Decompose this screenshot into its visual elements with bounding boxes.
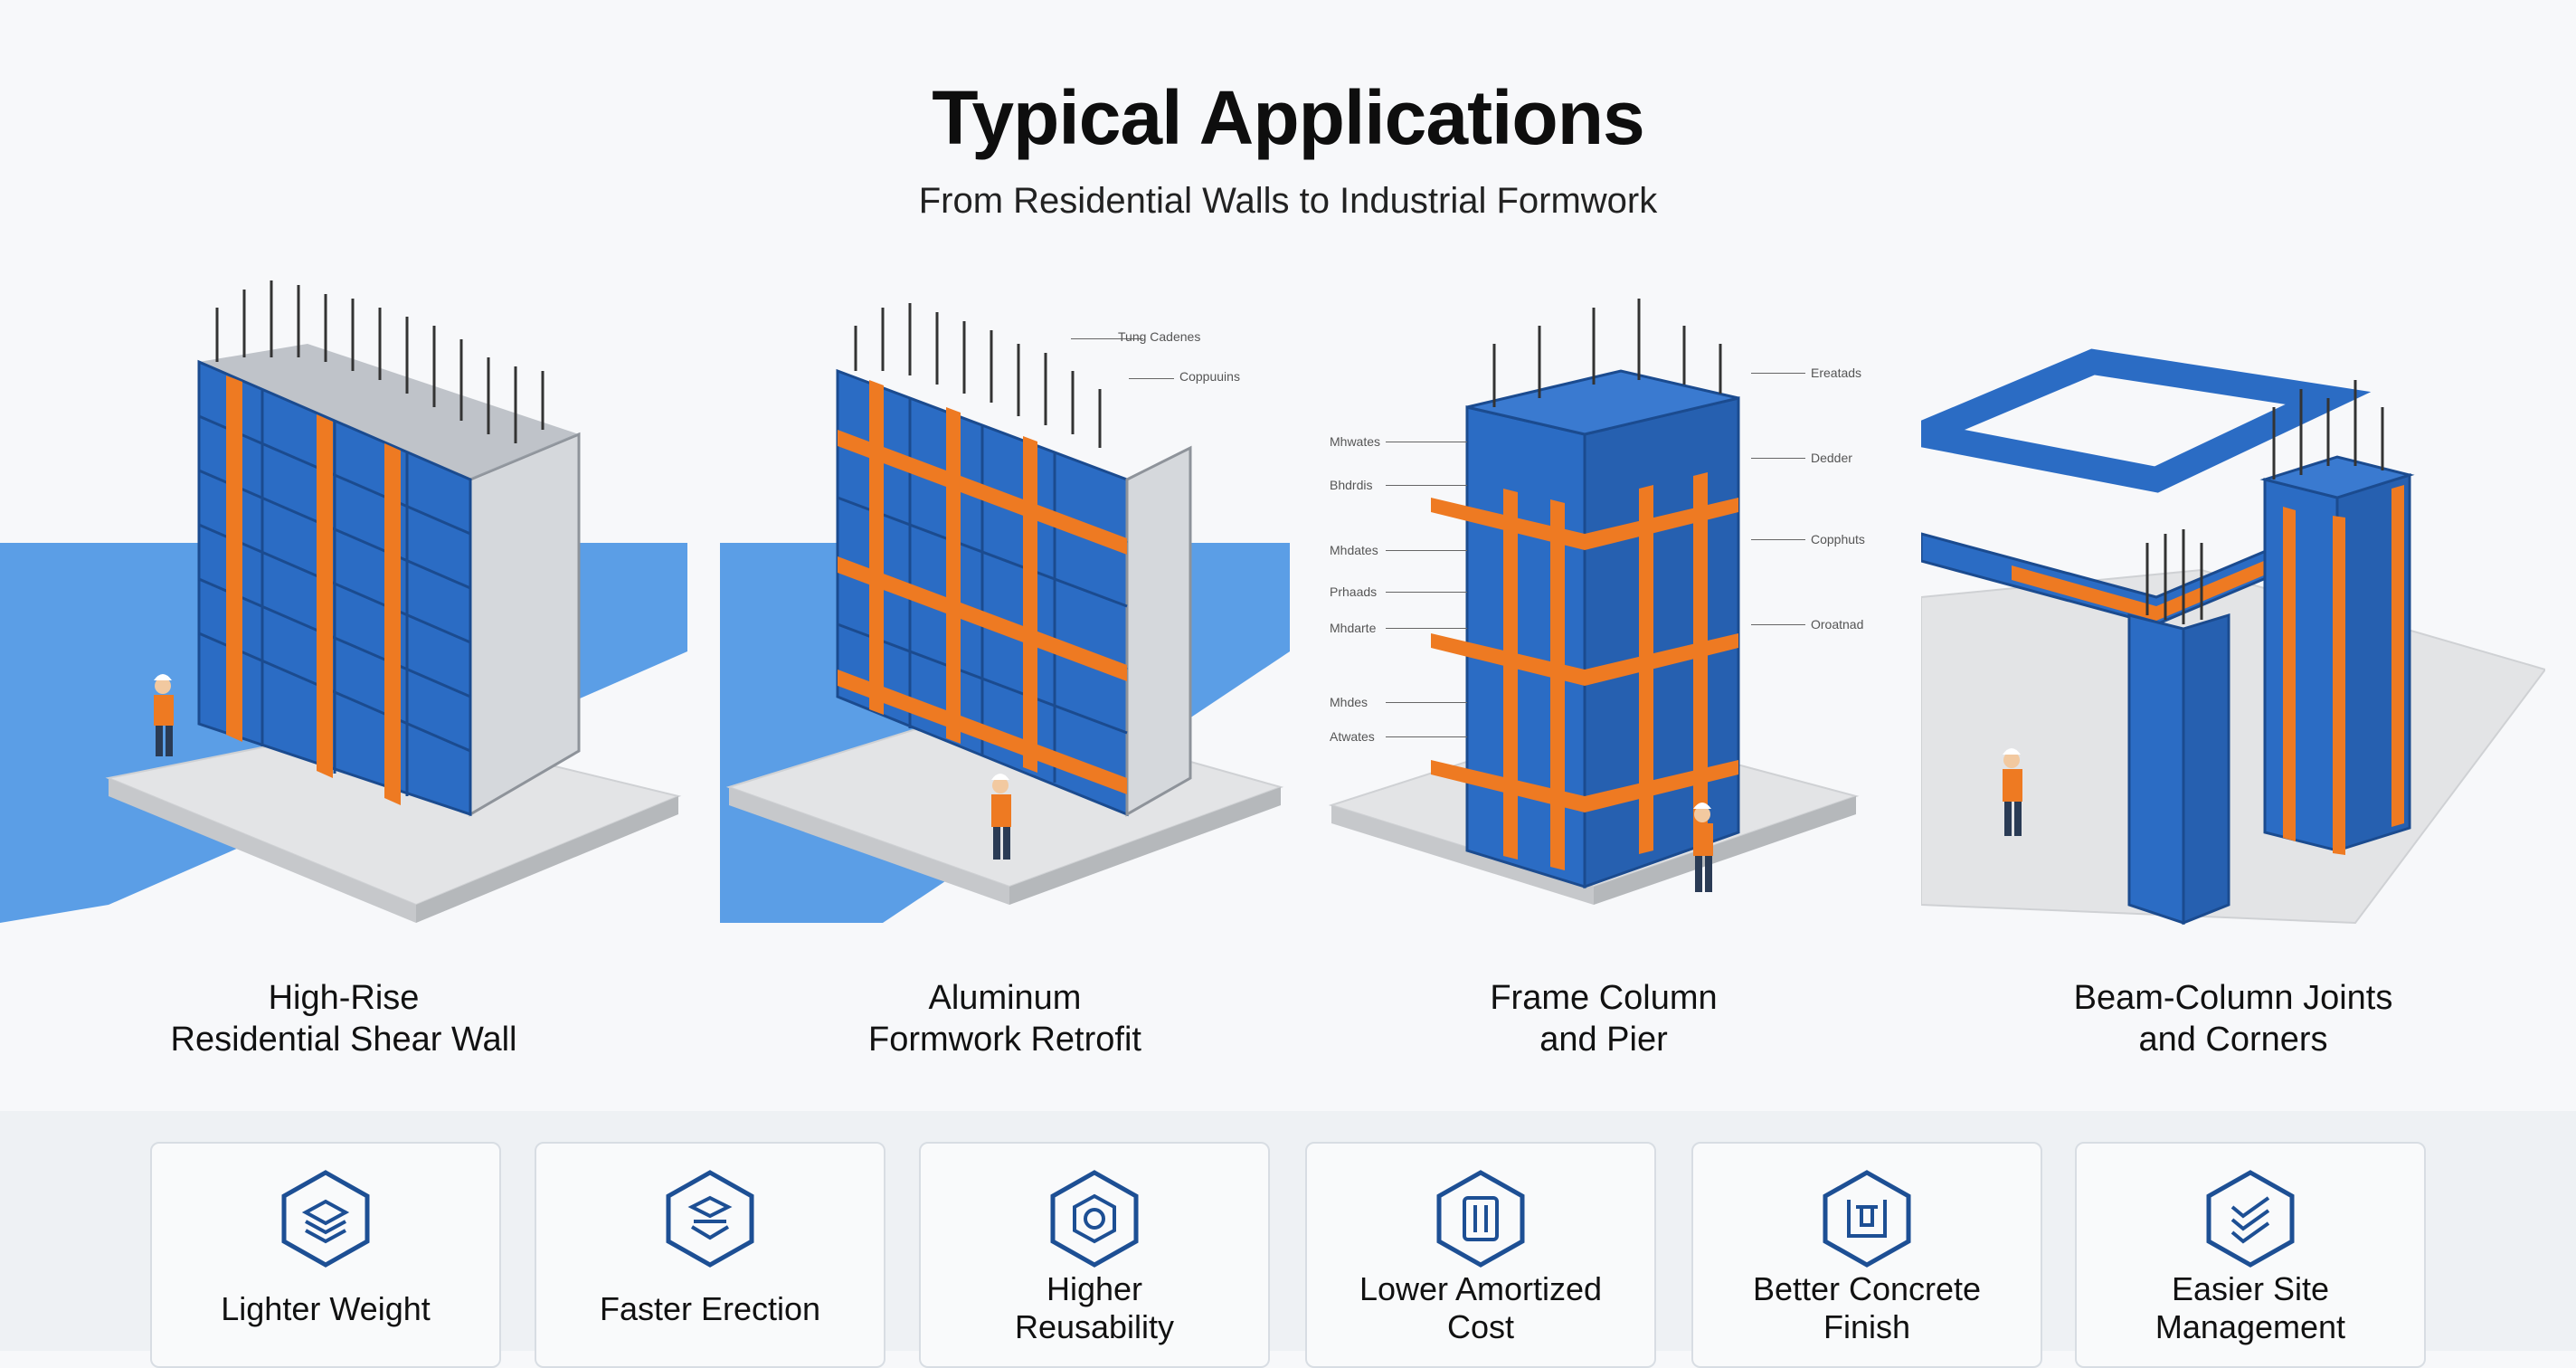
worker-figure [991, 774, 1011, 860]
benefit-card-higher-reusability: Higher Reusability [919, 1142, 1270, 1368]
benefit-label: Better Concrete Finish [1752, 1270, 1982, 1345]
layers-icon [279, 1169, 373, 1273]
frame-column-illustration [1328, 299, 1860, 905]
callout-label: Atwates [1330, 729, 1375, 744]
cycle-hex-icon [1047, 1169, 1141, 1273]
worker-figure [2003, 748, 2022, 836]
shear-wall-illustration [0, 280, 687, 923]
application-panel-frame-column: Mhwates Bhdrdis Mhdates Prhaads Mhdarte … [1322, 271, 1885, 1068]
benefit-card-easier-site-management: Easier Site Management [2075, 1142, 2426, 1368]
caption-aluminum-retrofit: Aluminum Formwork Retrofit [868, 979, 1141, 1059]
caption-frame-column: Frame Column and Pier [1490, 979, 1718, 1059]
callout-label: Oroatnad [1811, 617, 1864, 632]
page-title: Typical Applications [932, 75, 1644, 160]
benefit-card-lower-amortized-cost: Lower Amortized Cost [1305, 1142, 1656, 1368]
beam-column-illustration [1921, 348, 2545, 926]
callout-label: Mhdarte [1330, 621, 1377, 635]
callout-label: Copphuts [1811, 532, 1865, 546]
aluminum-retrofit-illustration [720, 303, 1290, 923]
checklist-icon [2203, 1169, 2297, 1273]
callout-label: Prhaads [1330, 584, 1378, 599]
application-panel-beam-column: Beam-Column Joints and Corners [1921, 271, 2545, 1068]
worker-figure [154, 674, 174, 756]
worker-figure [1693, 803, 1713, 892]
benefit-label: Higher Reusability [1014, 1270, 1175, 1345]
callout-label: Bhdrdis [1330, 478, 1373, 492]
callout-label: Ereatads [1811, 366, 1862, 380]
cost-column-icon [1434, 1169, 1528, 1273]
caption-beam-column: Beam-Column Joints and Corners [2073, 979, 2393, 1059]
page-subtitle: From Residential Walls to Industrial For… [918, 181, 1658, 221]
finish-tray-icon [1820, 1169, 1914, 1273]
benefit-card-faster-erection: Faster Erection [535, 1142, 886, 1368]
application-panel-shear-wall: High-Rise Residential Shear Wall [0, 271, 687, 1068]
header: Typical Applications From Residential Wa… [0, 0, 2576, 271]
callout-label: Tung Cadenes [1118, 329, 1201, 344]
benefit-card-lighter-weight: Lighter Weight [150, 1142, 501, 1368]
callout-label: Mhdates [1330, 543, 1378, 557]
benefit-label: Lower Amortized Cost [1359, 1270, 1603, 1345]
callout-label: Dedder [1811, 451, 1852, 465]
callout-label: Mhwates [1330, 434, 1381, 449]
stack-speed-icon [663, 1169, 757, 1273]
application-panel-aluminum-retrofit: Tung Cadenes Coppuuins Aluminum Formwork… [720, 271, 1290, 1068]
benefit-label: Lighter Weight [221, 1290, 431, 1327]
benefit-card-better-concrete-finish: Better Concrete Finish [1691, 1142, 2042, 1368]
benefit-label: Faster Erection [599, 1290, 821, 1327]
callout-label: Coppuuins [1179, 369, 1240, 384]
callout-label: Mhdes [1330, 695, 1368, 709]
benefit-label: Easier Site Management [2155, 1270, 2346, 1345]
caption-shear-wall: High-Rise Residential Shear Wall [170, 979, 517, 1059]
